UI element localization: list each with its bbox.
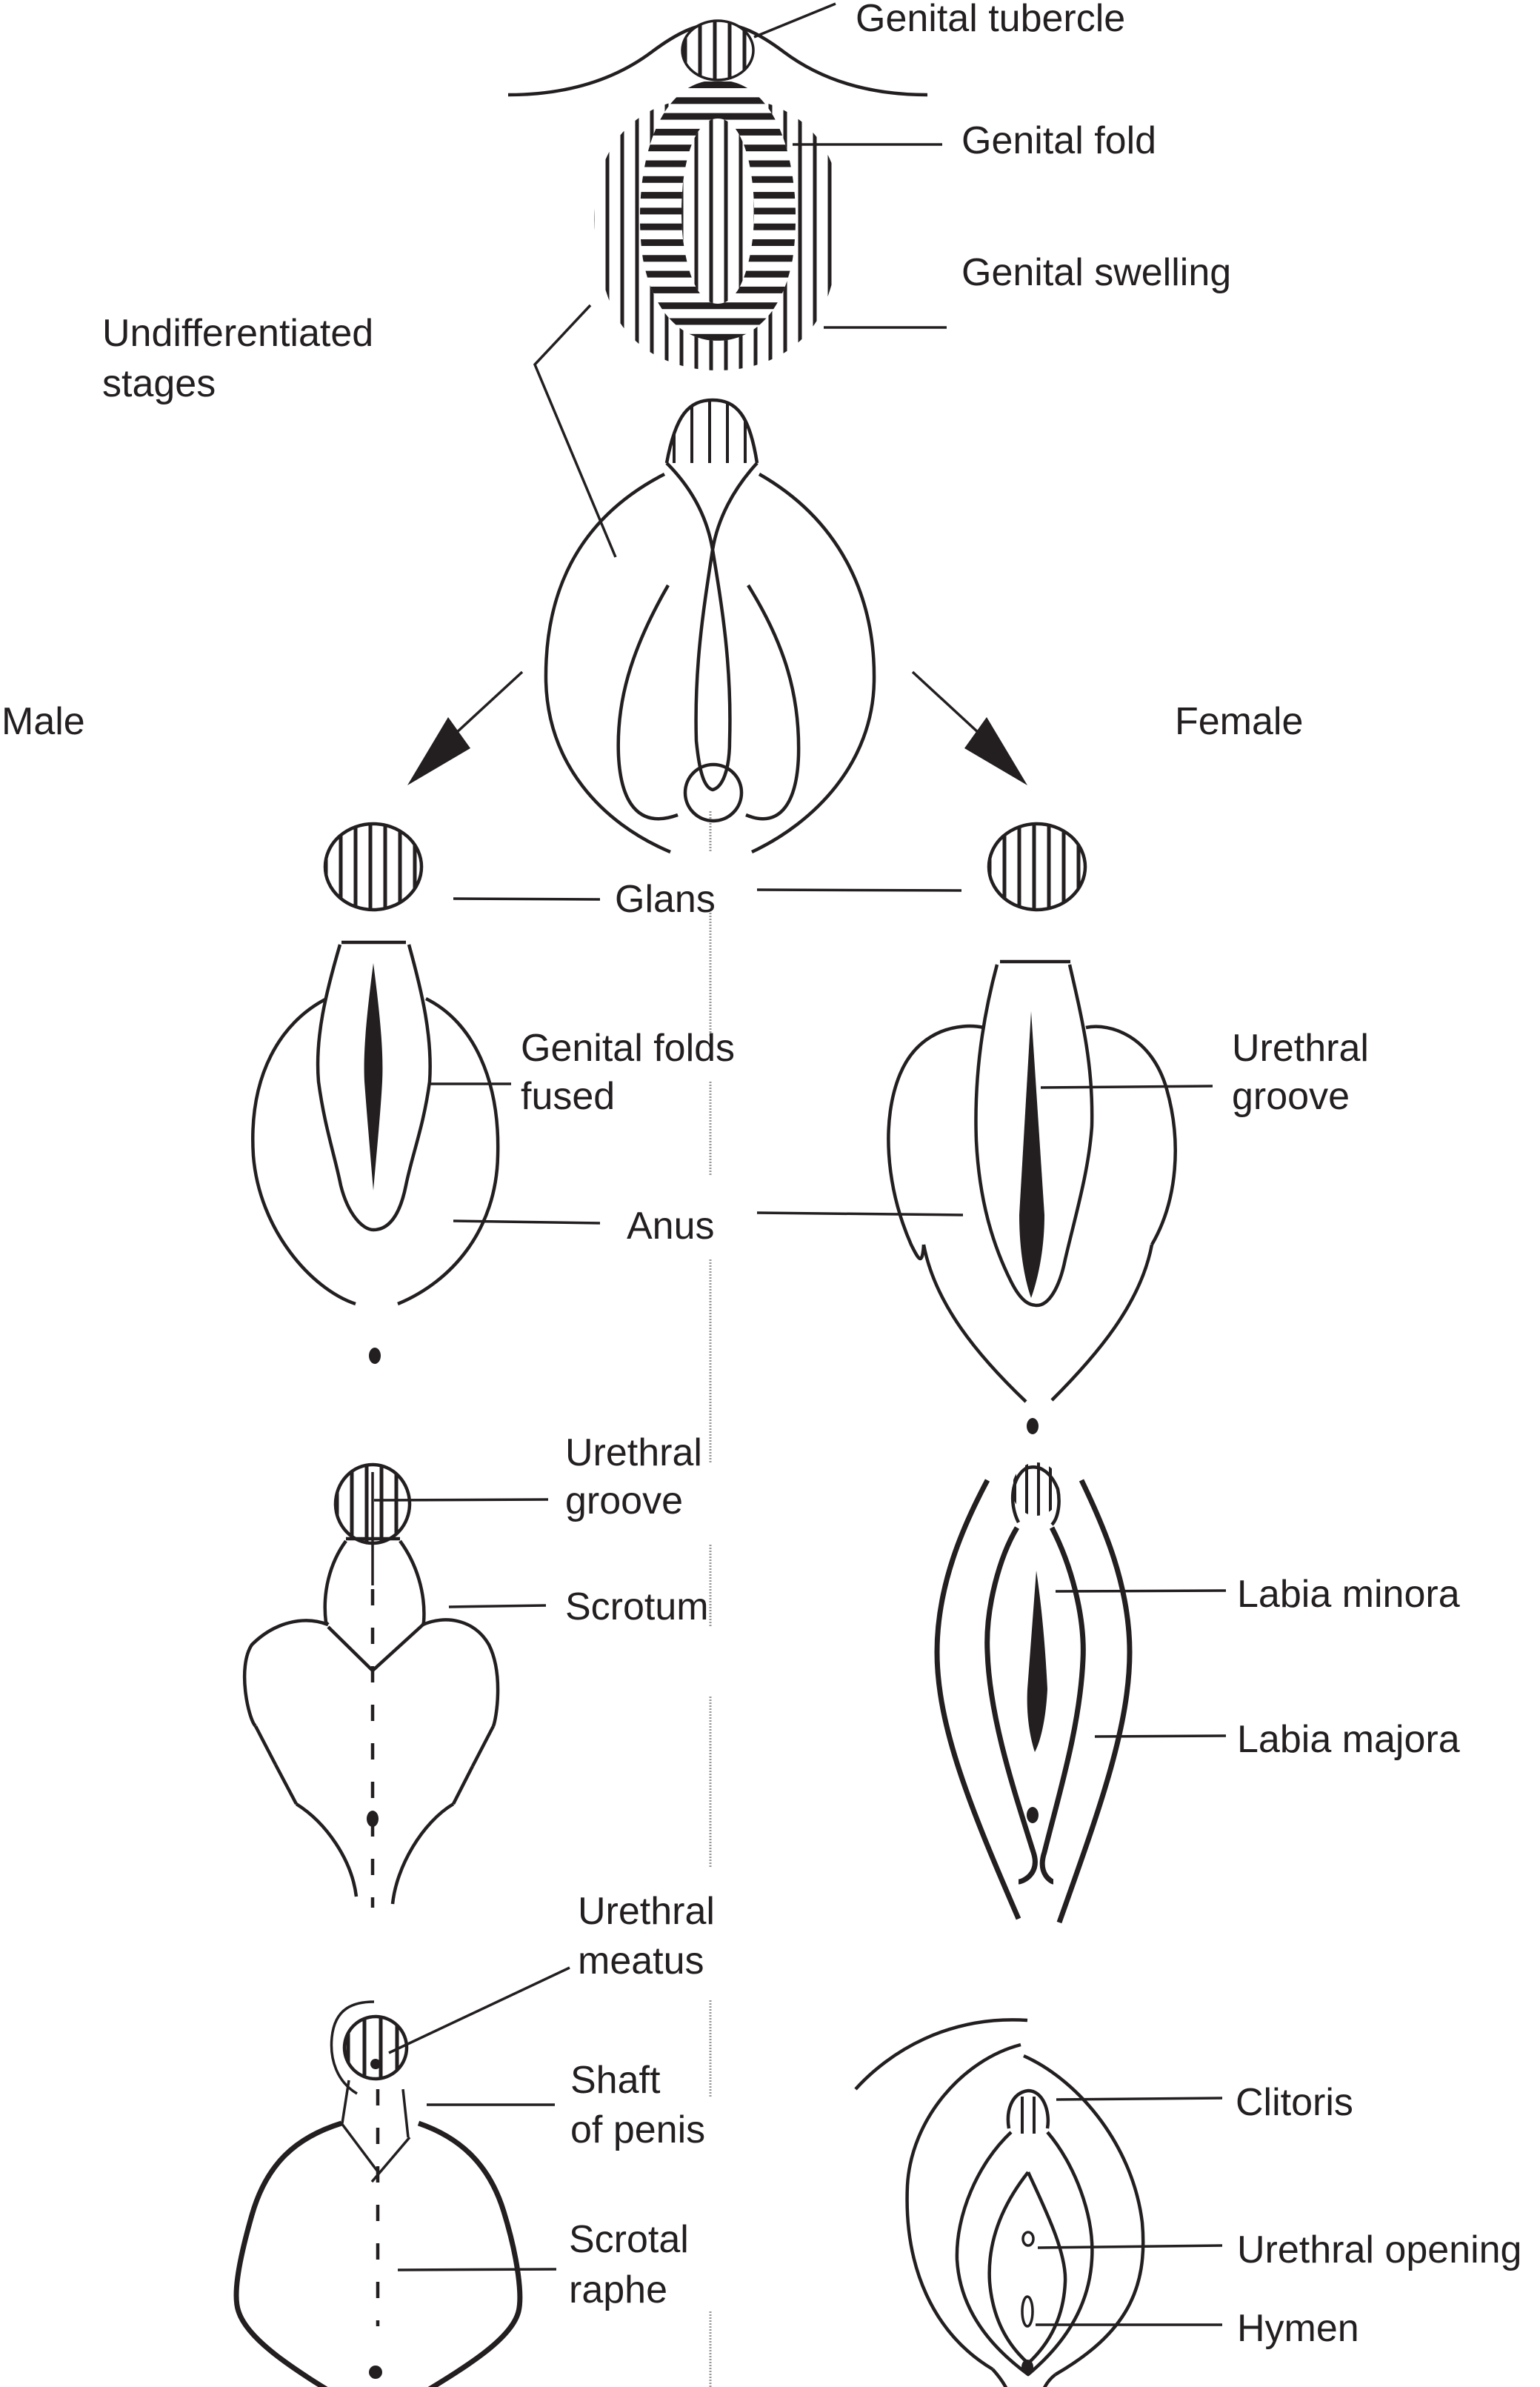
male3-anus-dot: [369, 2366, 382, 2379]
label-labia-majora: Labia majora: [1237, 1718, 1460, 1761]
leader-anus-female: [756, 1211, 964, 1216]
arrow-to-female: [911, 670, 1027, 785]
male-stage-3: [233, 2000, 523, 2387]
label-female-urethral-groove-line1: Urethral: [1232, 1027, 1369, 1070]
fold-bar: [639, 302, 796, 310]
male-glans-shape: [323, 822, 424, 912]
fold-bar: [639, 239, 796, 246]
label-scrotal-raphe-line2: raphe: [569, 2268, 667, 2311]
leader-undifferentiated-stages: [533, 304, 617, 558]
fold-bar: [639, 81, 796, 88]
leader-scrotum: [448, 1604, 547, 1608]
female-stage-1: [887, 822, 1177, 1434]
male2-anus-dot: [367, 1811, 379, 1827]
female2-anus-dot: [1027, 1807, 1039, 1823]
label-anus: Anus: [627, 1205, 715, 1248]
label-scrotum: Scrotum: [565, 1585, 709, 1628]
fold-bar: [639, 223, 796, 230]
label-female-urethral-groove-line2: groove: [1232, 1075, 1350, 1118]
leader-urethral-meatus: [388, 1966, 570, 2054]
leader-genital-tubercle: [753, 2, 836, 39]
label-shaft-line1: Shaft: [570, 2059, 661, 2102]
arrow-to-male: [407, 670, 524, 785]
female-glans-shape: [987, 822, 1087, 912]
male-stage-2: [242, 1462, 500, 1908]
label-clitoris: Clitoris: [1236, 2081, 1353, 2124]
label-genital-swelling: Genital swelling: [961, 251, 1231, 294]
label-undifferentiated-line2: stages: [102, 362, 216, 405]
hymen-shape: [1021, 2295, 1034, 2328]
label-shaft-line2: of penis: [570, 2108, 705, 2151]
female-stage-2: [934, 1462, 1133, 1924]
undifferentiated-stage-late: [544, 398, 876, 854]
fold-bar: [639, 207, 796, 215]
label-urethral-opening: Urethral opening: [1237, 2228, 1521, 2271]
label-genital-fold: Genital fold: [961, 119, 1156, 162]
fold-bar: [639, 318, 796, 325]
leader-clitoris: [1056, 2097, 1223, 2101]
label-genital-tubercle: Genital tubercle: [856, 0, 1125, 40]
fold-bar: [639, 97, 796, 104]
leader-urethral-opening: [1037, 2244, 1223, 2249]
leader-scrotal-raphe: [397, 2268, 557, 2271]
label-undifferentiated-line1: Undifferentiated: [102, 312, 373, 355]
leader-labia-majora: [1094, 1734, 1227, 1738]
label-glans: Glans: [615, 878, 716, 921]
fold-bar: [639, 192, 796, 199]
label-genital-folds-fused-line2: fused: [521, 1075, 615, 1118]
label-labia-minora: Labia minora: [1237, 1573, 1460, 1616]
fold-bar: [639, 270, 796, 278]
label-female: Female: [1175, 700, 1303, 743]
male-stage-1: [251, 822, 500, 1364]
male-anus-dot: [369, 1348, 381, 1364]
genital-tubercle-shape: [681, 19, 755, 81]
fold-bar: [639, 113, 796, 120]
undifferentiated-stage-early: [507, 19, 928, 370]
female3-anus-dot: [1021, 2360, 1033, 2374]
urethral-opening-shape: [1021, 2231, 1035, 2247]
leader-female-urethral-groove: [1040, 1085, 1213, 1089]
label-genital-folds-fused-line1: Genital folds: [521, 1027, 735, 1070]
female-stage-3: [854, 2018, 1145, 2387]
male-urethral-slit: [364, 963, 383, 1191]
undifferentiated-anus-circle: [683, 762, 744, 823]
fold-bar: [639, 333, 796, 341]
leader-male2-urethral-groove: [373, 1498, 549, 1502]
female-anus-dot: [1027, 1418, 1039, 1434]
label-urethral-meatus-line2: meatus: [578, 1940, 704, 1982]
fold-bar: [639, 176, 796, 183]
fold-bar: [639, 255, 796, 262]
female2-slit: [1027, 1571, 1047, 1752]
female-urethral-groove-slit: [1019, 1011, 1044, 1298]
label-male: Male: [1, 700, 85, 743]
urethral-meatus-dot: [370, 2059, 381, 2069]
label-urethral-meatus-line1: Urethral: [578, 1890, 715, 1933]
fold-bar: [639, 160, 796, 167]
label-male2-urethral-groove-line2: groove: [565, 1479, 683, 1522]
label-scrotal-raphe-line1: Scrotal: [569, 2218, 689, 2261]
male3-glans-shape: [342, 2014, 409, 2081]
label-male2-urethral-groove-line1: Urethral: [565, 1431, 702, 1474]
label-hymen: Hymen: [1237, 2307, 1359, 2350]
leader-anus-male: [453, 1219, 601, 1225]
